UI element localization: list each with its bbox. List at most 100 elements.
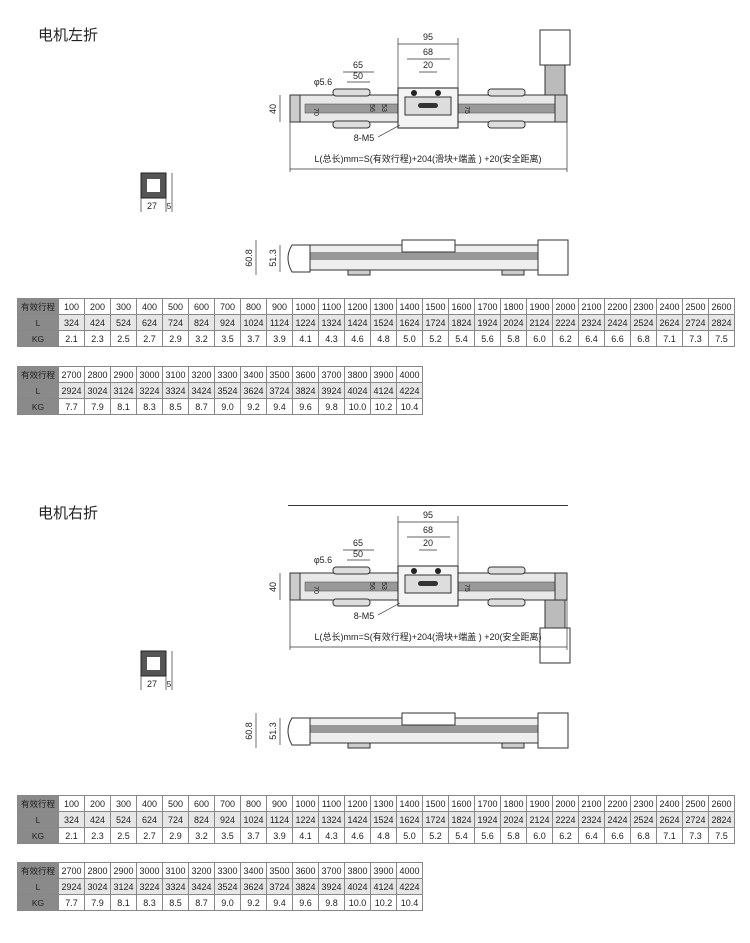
table-cell: 324	[58, 811, 85, 828]
row-label: L	[17, 314, 59, 331]
table-cell: 7.9	[84, 398, 111, 415]
side-end-cap	[287, 717, 311, 746]
table-cell: 4024	[344, 878, 371, 895]
table-cell: 2500	[682, 795, 709, 812]
row-label: KG	[17, 894, 59, 911]
table-cell: 1700	[474, 298, 501, 315]
table-cell: 5.8	[500, 827, 527, 844]
table-cell: 2400	[656, 795, 683, 812]
dim-75: 75	[463, 106, 470, 114]
table-cell: 1600	[448, 298, 475, 315]
table-cell: 424	[84, 811, 111, 828]
table-cell: 524	[110, 314, 137, 331]
table-cell: 724	[162, 811, 189, 828]
slider-hole	[411, 568, 417, 574]
side-foot	[347, 742, 371, 749]
table-cell: 4000	[396, 862, 423, 879]
table-cell: 3.5	[214, 330, 241, 347]
table-cell: 1224	[292, 314, 319, 331]
table-cell: 8.1	[110, 894, 137, 911]
table-cell: 2324	[578, 811, 605, 828]
table-cell: 500	[162, 795, 189, 812]
table-cell: 1924	[474, 314, 501, 331]
table-cell: 5.4	[448, 330, 475, 347]
table-cell: 7.9	[84, 894, 111, 911]
table-cell: 1900	[526, 298, 553, 315]
table-cell: 3100	[162, 862, 189, 879]
table-cell: 10.4	[396, 398, 423, 415]
dim-53: 53	[380, 104, 387, 112]
table-cell: 2600	[708, 298, 735, 315]
row-label: L	[17, 878, 59, 895]
end-cap-left	[289, 572, 301, 601]
table-cell: 200	[84, 795, 111, 812]
table-cell: 1324	[318, 314, 345, 331]
dim-50: 50	[353, 549, 363, 559]
table-cell: 8.7	[188, 398, 215, 415]
table-cell: 5.0	[396, 827, 423, 844]
side-rail-belt	[300, 252, 540, 260]
table-cell: 824	[188, 811, 215, 828]
table-cell: 1924	[474, 811, 501, 828]
table-cell: 2.7	[136, 330, 163, 347]
table-cell: 3224	[136, 382, 163, 399]
table-cell: 1824	[448, 811, 475, 828]
table-cell: 2100	[578, 795, 605, 812]
table-cell: 3.9	[266, 330, 293, 347]
table-cell: 900	[266, 795, 293, 812]
side-foot	[501, 269, 525, 276]
slider-slot	[418, 103, 438, 108]
table-cell: 2424	[604, 811, 631, 828]
table-cell: 3924	[318, 382, 345, 399]
mounting-foot	[487, 598, 526, 607]
table-cell: 2624	[656, 811, 683, 828]
table-cell: 2024	[500, 314, 527, 331]
table-cell: 10.4	[396, 894, 423, 911]
table-cell: 3100	[162, 366, 189, 383]
row-label: 有效行程	[17, 366, 59, 383]
table-cell: 6.6	[604, 330, 631, 347]
table-cell: 3200	[188, 862, 215, 879]
row-label: 有效行程	[17, 298, 59, 315]
section-title-right-fold: 电机右折	[38, 504, 99, 522]
table-cell: 4.8	[370, 827, 397, 844]
table-cell: 3300	[214, 366, 241, 383]
overall-dimension-line	[288, 505, 568, 506]
slider-hole	[435, 568, 441, 574]
table-cell: 3624	[240, 382, 267, 399]
table-cell: 1524	[370, 314, 397, 331]
side-end-cap	[287, 244, 311, 273]
leader-8-m5	[377, 124, 401, 138]
table-cell: 7.1	[656, 827, 683, 844]
table-cell: 2300	[630, 298, 657, 315]
dim-53: 53	[380, 582, 387, 590]
table-cell: 5.2	[422, 827, 449, 844]
table-cell: 5.2	[422, 330, 449, 347]
table-cell: 6.4	[578, 827, 605, 844]
table-cell: 900	[266, 298, 293, 315]
table-cell: 1624	[396, 314, 423, 331]
table-cell: 3.5	[214, 827, 241, 844]
table-cell: 3.2	[188, 330, 215, 347]
table-cell: 3924	[318, 878, 345, 895]
motor-body	[539, 627, 571, 664]
table-cell: 1024	[240, 811, 267, 828]
table-cell: 3900	[370, 366, 397, 383]
table-cell: 1700	[474, 795, 501, 812]
dim-60-8: 60.8	[244, 249, 254, 267]
table-cell: 2.5	[110, 827, 137, 844]
table-cell: 1500	[422, 298, 449, 315]
table-cell: 3024	[84, 878, 111, 895]
table-cell: 4124	[370, 382, 397, 399]
table-cell: 6.8	[630, 827, 657, 844]
